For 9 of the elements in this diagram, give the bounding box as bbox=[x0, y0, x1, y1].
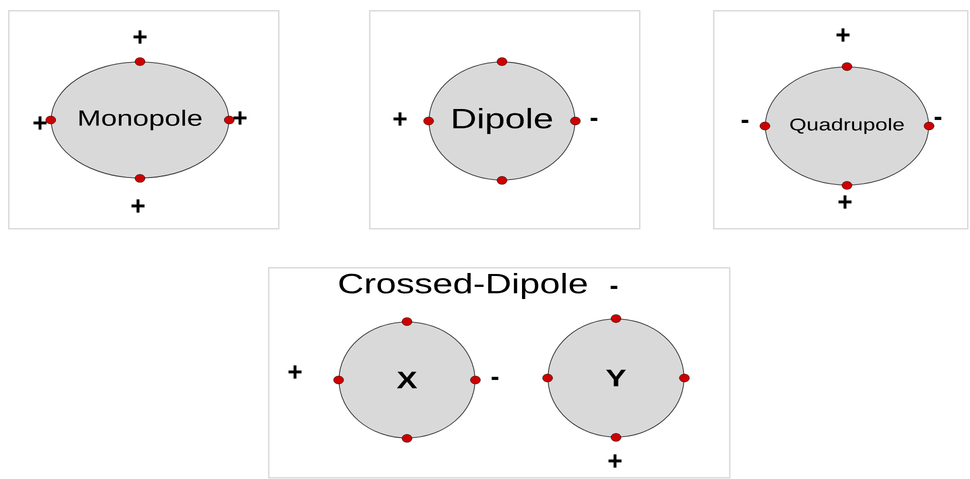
circle-body: Dipole bbox=[428, 62, 576, 180]
circle-body: Quadrupole bbox=[764, 66, 930, 186]
circle-body: Y bbox=[548, 318, 684, 438]
circle-body: Monopole bbox=[50, 62, 230, 178]
circle-body: X bbox=[338, 322, 476, 438]
polarity-sign: + bbox=[836, 28, 850, 42]
polarity-sign: - bbox=[492, 376, 498, 380]
polarity-sign: + bbox=[288, 365, 302, 379]
polarity-sign: - bbox=[610, 286, 618, 289]
